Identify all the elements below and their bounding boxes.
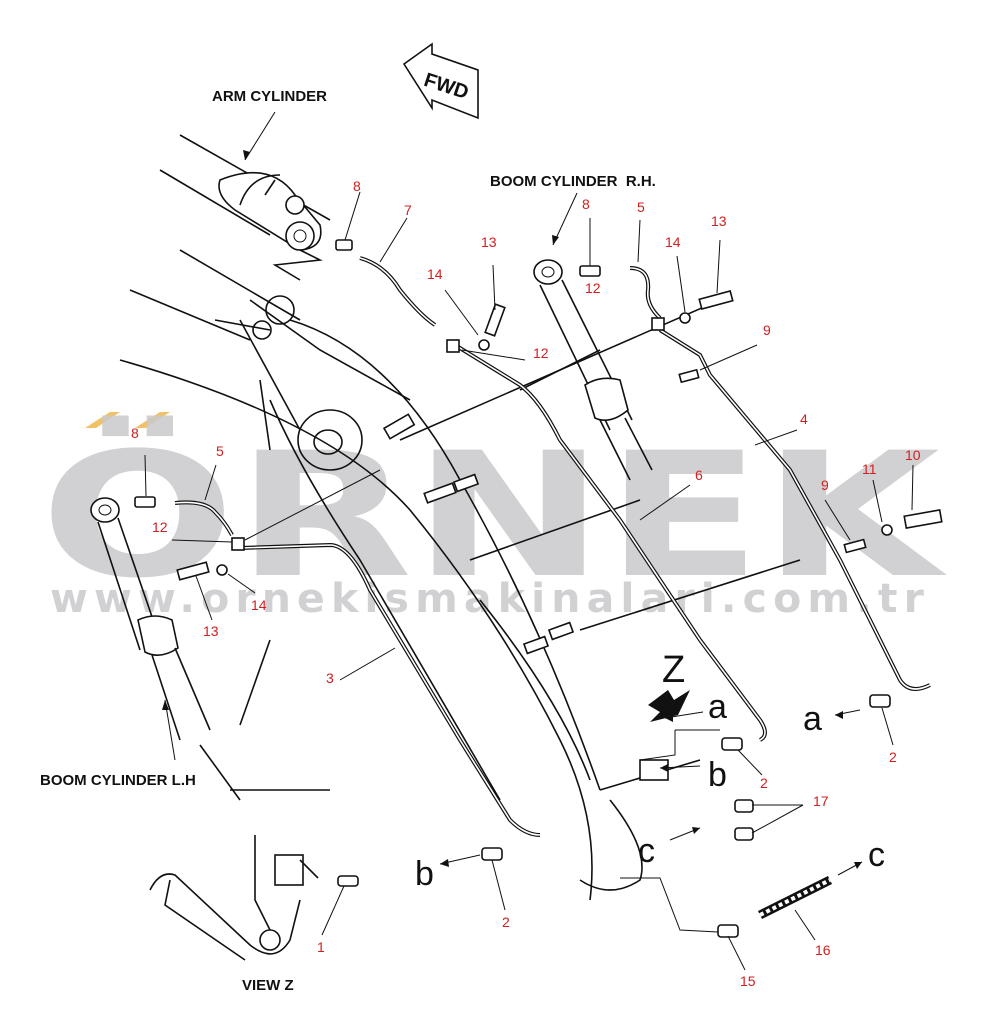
clamp-9-low — [843, 538, 867, 554]
boom-cylinder-lh-label: BOOM CYLINDER L.H — [40, 772, 196, 789]
bolt-13-rh — [698, 290, 734, 310]
z-arrow — [648, 690, 690, 722]
fwd-arrow-shape — [402, 42, 479, 120]
pipes — [174, 256, 931, 920]
connection-letter-c-right: c — [868, 836, 885, 874]
part-number-13-rh: 13 — [711, 213, 727, 229]
part-number-8-rh: 8 — [582, 196, 590, 212]
part-number-17: 17 — [813, 793, 829, 809]
part-number-14-rh: 14 — [665, 234, 681, 250]
washer-14-rh — [679, 312, 691, 324]
washer-11 — [881, 524, 893, 536]
watermark-brand: ÖRNEK — [40, 415, 948, 616]
fitting-17-a — [734, 799, 754, 813]
connection-letter-b-center: b — [708, 756, 727, 794]
part-number-13-mid: 13 — [481, 234, 497, 250]
part-number-2-a: 2 — [889, 749, 897, 765]
part-number-7: 7 — [404, 202, 412, 218]
part-number-2-b: 2 — [760, 775, 768, 791]
part-number-14-mid: 14 — [427, 266, 443, 282]
part-number-13-lh: 13 — [203, 623, 219, 639]
connection-letter-a-right: a — [803, 700, 822, 738]
fwd-arrow: FWD — [402, 42, 479, 120]
part-numbers: 8 7 13 14 12 8 12 5 14 13 9 4 6 10 11 9 … — [131, 178, 921, 989]
watermark-url: www.ornekismakinalari.com.tr — [50, 576, 930, 622]
part-number-4: 4 — [800, 411, 808, 427]
part-number-8-arm: 8 — [353, 178, 361, 194]
fitting-15 — [717, 924, 739, 938]
connection-letter-c-center: c — [638, 832, 655, 870]
part-number-12-rh: 12 — [585, 280, 601, 296]
block-z-center — [639, 759, 669, 781]
boom-structure — [119, 134, 801, 901]
bolt-13-lh — [176, 561, 210, 581]
watermark: ÖRNEK www.ornekismakinalari.com.tr — [40, 412, 948, 622]
part-number-6: 6 — [695, 467, 703, 483]
part-number-12-mid: 12 — [533, 345, 549, 361]
fitting-8-lh — [134, 496, 156, 508]
part-number-16: 16 — [815, 942, 831, 958]
fitting-1 — [337, 875, 359, 887]
fitting-8-arm — [335, 239, 353, 251]
bolt-10 — [903, 509, 943, 529]
fitting-2-bottom — [481, 847, 503, 861]
washer-14-mid — [478, 339, 490, 351]
part-number-10: 10 — [905, 447, 921, 463]
part-number-9-low: 9 — [821, 477, 829, 493]
view-z-boom-end — [149, 639, 330, 961]
washer-14-lh — [216, 564, 228, 576]
part-number-2-bottom: 2 — [502, 914, 510, 930]
z-label: Z — [662, 649, 685, 691]
part-number-15: 15 — [740, 973, 756, 989]
part-number-12-lh: 12 — [152, 519, 168, 535]
boom-cylinder-lh — [90, 497, 211, 741]
clamp-9-top — [678, 368, 700, 384]
boom-cylinder-rh — [533, 259, 653, 481]
fitting-2-a — [869, 694, 891, 708]
part-number-5-lh: 5 — [216, 443, 224, 459]
part-number-14-lh: 14 — [251, 597, 267, 613]
part-number-11: 11 — [862, 461, 877, 477]
title-labels: ARM CYLINDER BOOM CYLINDER R.H. BOOM CYL… — [40, 88, 685, 994]
fitting-8-rh — [579, 265, 601, 277]
connection-letter-a-center: a — [708, 688, 727, 726]
boom-cylinder-rh-label: BOOM CYLINDER R.H. — [490, 173, 656, 190]
arm-cylinder-label: ARM CYLINDER — [212, 88, 327, 105]
part-number-9-top: 9 — [763, 322, 771, 338]
watermark-accent-left — [85, 412, 120, 428]
hose-7 — [359, 256, 437, 327]
leader-lines — [144, 111, 914, 971]
fitting-17-b — [734, 827, 754, 841]
connection-letter-b-left: b — [415, 855, 434, 893]
z-arrow-shape — [648, 690, 690, 722]
watermark-accent-right — [135, 412, 170, 428]
view-z-label: VIEW Z — [242, 977, 294, 994]
part-number-1: 1 — [317, 939, 325, 955]
part-number-3: 3 — [326, 670, 334, 686]
fitting-2-b — [721, 737, 743, 751]
block-view-z — [274, 854, 304, 886]
clamp-12-mid — [446, 339, 460, 353]
arm-cylinder — [218, 172, 323, 281]
bolt-13-mid — [484, 303, 506, 337]
part-number-8-lh: 8 — [131, 425, 139, 441]
fittings — [134, 239, 943, 938]
part-number-5-rh: 5 — [637, 199, 645, 215]
clamp-12-rh — [651, 317, 665, 331]
connection-letters: a a b b c c — [415, 688, 885, 893]
clamp-12-lh — [231, 537, 245, 551]
